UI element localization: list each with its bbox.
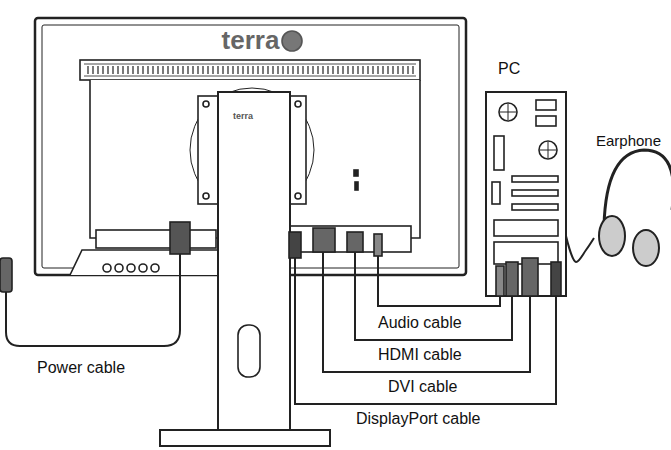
expansion-slot: [512, 176, 558, 182]
audio-plug: [374, 234, 382, 256]
psu-socket: [536, 100, 556, 110]
hdmi-plug: [506, 262, 518, 296]
screw: [295, 193, 301, 199]
button: [151, 264, 159, 272]
screw: [203, 101, 209, 107]
lock-slot: [355, 182, 358, 190]
stand-neck: [218, 92, 290, 432]
screw: [203, 193, 209, 199]
audio-plug: [496, 266, 504, 296]
vga-card: [494, 220, 558, 236]
pc-tower: PC: [486, 60, 566, 296]
connector-panel: [283, 226, 411, 252]
displayport-plug: [289, 232, 301, 258]
hdmi-plug: [347, 232, 363, 252]
power-plug: [170, 222, 190, 254]
device-name: Earphone: [596, 132, 668, 149]
vent-band: [80, 60, 420, 80]
pc-case: [486, 92, 566, 296]
button: [139, 264, 147, 272]
earphone: Earphone: [594, 132, 668, 268]
monitor: terra: [35, 18, 466, 275]
ear-cup: [599, 216, 625, 256]
control-panel: [70, 250, 225, 275]
cable: [355, 275, 512, 340]
cable-label: DVI cable: [386, 378, 459, 396]
plug-leads: [295, 252, 378, 275]
stand-foot: [160, 430, 330, 446]
logo-globe: [282, 31, 302, 51]
mount-logo: terra: [231, 111, 255, 122]
power-cable-wire: [6, 254, 180, 346]
power-panel: [96, 230, 216, 248]
dvi-plug: [522, 258, 538, 296]
button: [115, 264, 123, 272]
wall-plug: [0, 258, 12, 292]
headband: [604, 150, 671, 226]
screw: [295, 101, 301, 107]
cable: [323, 275, 530, 372]
psu-socket: [536, 116, 556, 126]
parallel-port: [494, 136, 504, 170]
fan-grill: [500, 104, 516, 120]
cable-label: Audio cable: [376, 314, 464, 332]
fan: [539, 141, 557, 159]
cable-slot: [238, 325, 260, 377]
fan: [499, 103, 517, 121]
ear-cup: [633, 230, 659, 266]
vent-slots: [88, 66, 413, 74]
earphone-wire: [566, 236, 594, 262]
lock-slot: [354, 170, 358, 176]
brand-logo: terra: [35, 26, 466, 56]
cable-label: HDMI cable: [376, 346, 464, 364]
dvi-plug: [313, 228, 335, 252]
cable: [378, 275, 500, 306]
expansion-slot: [512, 190, 558, 196]
displayport-plug: [551, 262, 561, 296]
device-name: PC: [498, 60, 566, 78]
button: [127, 264, 135, 272]
button: [103, 264, 111, 272]
audio-jacks: [492, 182, 500, 204]
cable-label: Power cable: [35, 359, 127, 377]
cable-label: DisplayPort cable: [354, 410, 483, 428]
fan-grill: [540, 142, 556, 158]
vent-edges: [84, 64, 416, 76]
cable: [295, 275, 556, 404]
expansion-slot: [512, 204, 558, 210]
